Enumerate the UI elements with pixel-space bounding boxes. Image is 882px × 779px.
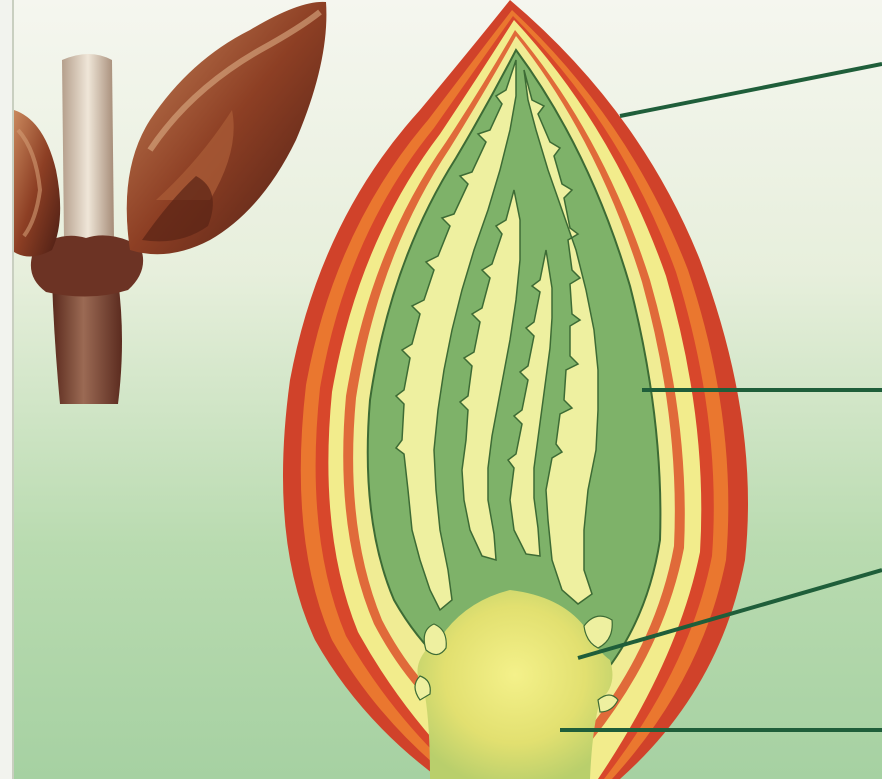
twig-lower-stem: [52, 280, 122, 404]
left-frame-line: [0, 0, 12, 779]
left-frame-edge: [12, 0, 14, 779]
twig-upper-stem: [62, 54, 114, 240]
